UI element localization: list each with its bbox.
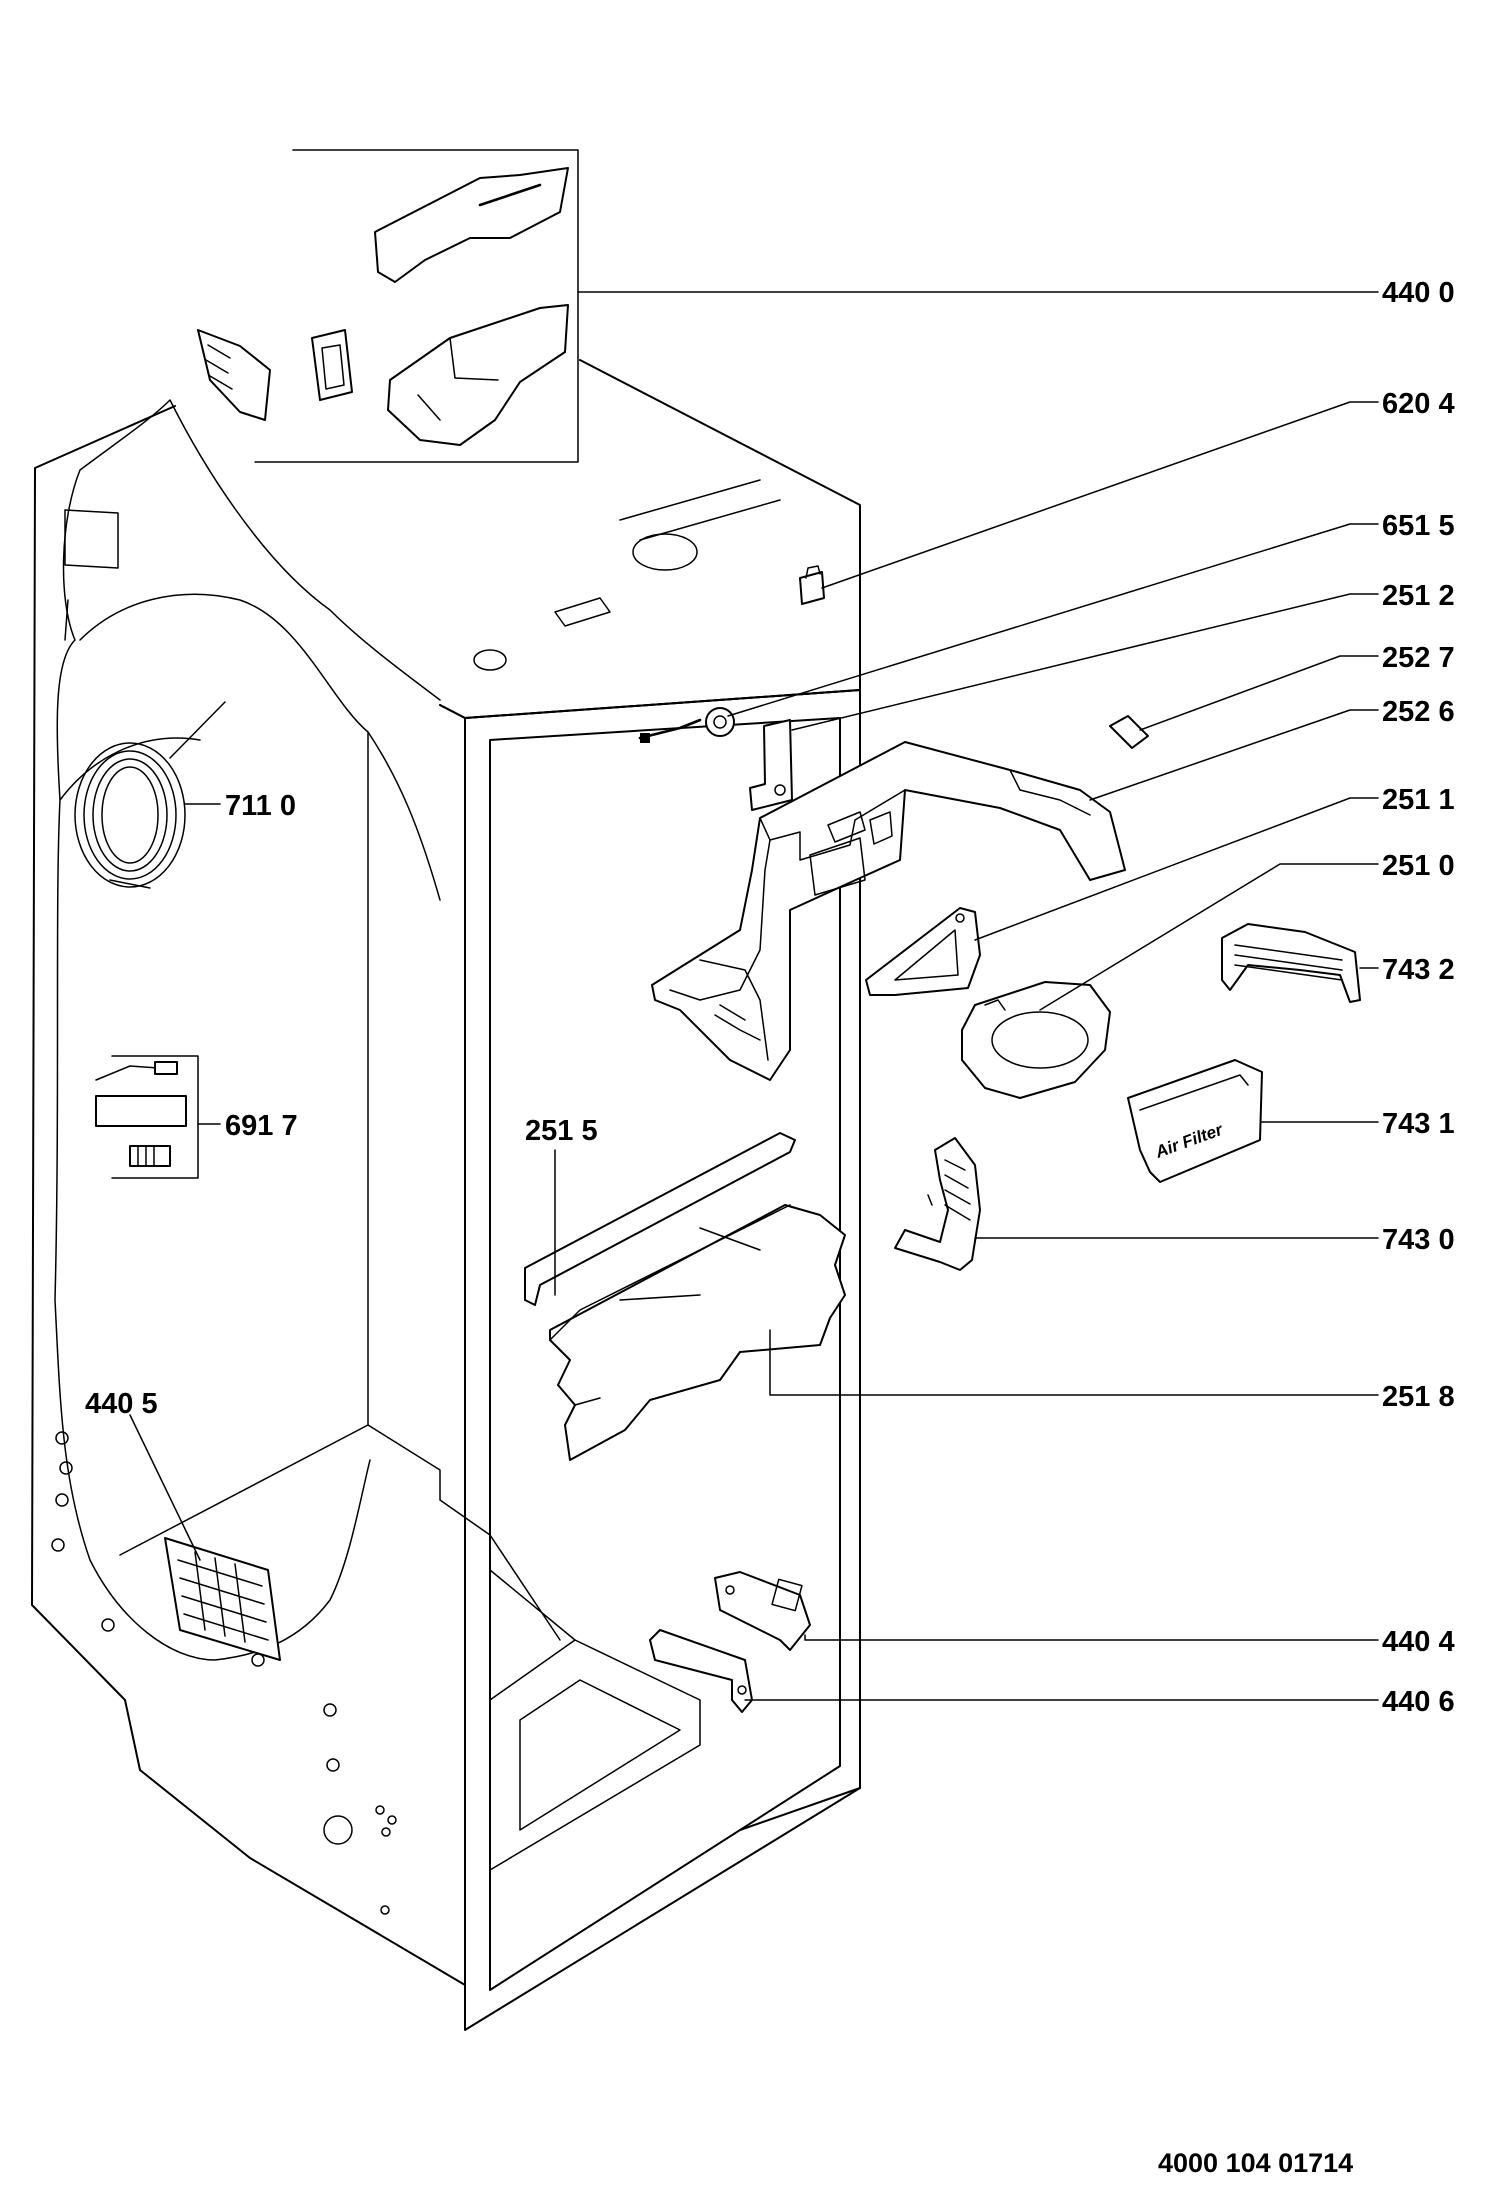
- cover-strip: [524, 1132, 796, 1306]
- duct-damper: [197, 329, 271, 421]
- callout-label: 251 0: [1382, 850, 1455, 882]
- lower-bracket-b: [649, 1629, 753, 1713]
- callout-label: 251 2: [1382, 580, 1455, 612]
- small-switch: [799, 565, 825, 605]
- callout-label: 743 1: [1382, 1108, 1455, 1140]
- side-mounting-holes: [51, 1431, 397, 1915]
- door-frame-outer: [464, 689, 861, 2031]
- callout-label: 620 4: [1382, 388, 1455, 420]
- leader-251-1: [974, 797, 1379, 941]
- water-tube-coil: [74, 701, 226, 889]
- leader-440-5: [129, 1414, 201, 1561]
- callout-label: 252 6: [1382, 696, 1455, 728]
- callout-label: 251 1: [1382, 784, 1455, 816]
- harness-kit-box: [95, 1055, 199, 1179]
- callout-labels: 440 0 620 4 651 5 251 2 252 7 252 6 711 …: [85, 277, 1455, 1718]
- document-number: 4000 104 01714: [1158, 2148, 1353, 2178]
- callout-label: 440 0: [1382, 277, 1455, 309]
- vent-grille: [164, 1537, 281, 1661]
- top-rib: [619, 479, 781, 541]
- callout-label: 691 7: [225, 1110, 298, 1142]
- rubber-plug: [1109, 715, 1149, 749]
- callout-label: 440 5: [85, 1388, 158, 1420]
- callout-label: 711 0: [225, 790, 296, 822]
- cabinet-outer-shell: [31, 405, 861, 1986]
- callout-label: 651 5: [1382, 510, 1455, 542]
- louver-grille: [1221, 923, 1361, 1003]
- callout-label: 440 4: [1382, 1626, 1455, 1658]
- lower-bracket-a: [714, 1571, 811, 1651]
- refrigerator-cabinet: [31, 359, 861, 2031]
- top-port-oval: [632, 533, 698, 571]
- duct-flap: [894, 1137, 981, 1271]
- evaporator-cover: [524, 1132, 846, 1461]
- lower-duct: [387, 304, 569, 446]
- top-slot: [554, 597, 611, 627]
- callout-label: 251 5: [525, 1115, 598, 1147]
- temperature-sensor: [638, 707, 735, 743]
- leader-620-4: [821, 401, 1379, 589]
- insulation-pad: [749, 719, 793, 811]
- liner-inner-divider: [489, 1534, 576, 1641]
- callout-label: 252 7: [1382, 642, 1455, 674]
- cover-panel: [549, 1204, 846, 1461]
- leader-251-0: [1039, 863, 1379, 1011]
- liner-bottom-tray: [489, 1639, 701, 1871]
- duct-gasket: [311, 329, 353, 401]
- disc-cover: [961, 981, 1111, 1099]
- dispenser-duct: [651, 741, 1126, 1081]
- duct-assembly-box: [197, 149, 579, 463]
- leader-251-8: [769, 1329, 1379, 1396]
- liner-back-wall: [119, 731, 491, 1556]
- leader-251-2: [791, 593, 1379, 731]
- callout-box-frame: [254, 149, 579, 463]
- leader-440-4: [804, 1634, 1379, 1641]
- harness-kit-frame: [111, 1055, 199, 1179]
- callout-label: 743 0: [1382, 1224, 1455, 1256]
- top-port-round: [473, 649, 507, 671]
- callout-label: 440 6: [1382, 1686, 1455, 1718]
- leader-252-6: [1089, 709, 1379, 801]
- mounting-bracket: [865, 907, 981, 996]
- callout-label: 251 8: [1382, 1381, 1455, 1413]
- leader-252-7: [1139, 655, 1379, 731]
- cabinet-top: [439, 359, 861, 719]
- leader-651-5: [727, 523, 1379, 717]
- cabinet-side-front-edge: [439, 704, 466, 719]
- air-filter-cover: Air Filter: [1127, 1059, 1263, 1183]
- callout-label: 743 2: [1382, 954, 1455, 986]
- upper-duct: [374, 167, 569, 283]
- top-opening-left: [64, 509, 119, 641]
- insulation-cutaway: [54, 399, 441, 1661]
